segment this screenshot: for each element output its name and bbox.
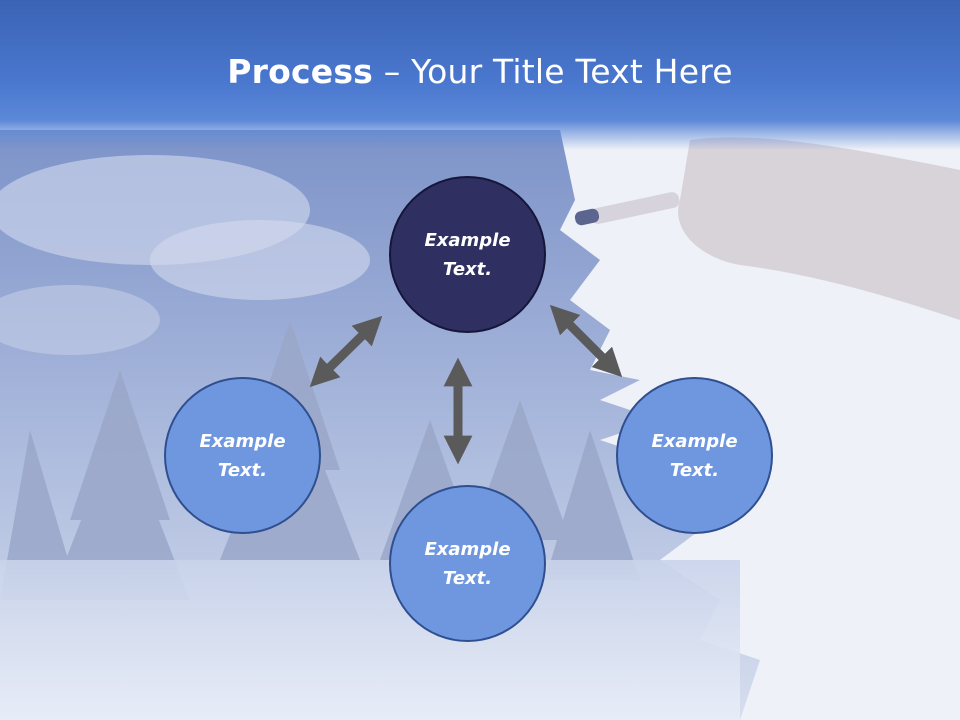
arrow-center-left xyxy=(309,315,383,388)
node-bottom-line1: Example xyxy=(424,538,511,560)
node-left-line1: Example xyxy=(199,430,286,452)
title-strong: Process xyxy=(227,52,374,91)
node-center-line2: Text. xyxy=(442,258,493,280)
process-node-right: Example Text. xyxy=(616,377,773,534)
node-left-line2: Text. xyxy=(217,459,268,481)
node-center-line1: Example xyxy=(424,229,511,251)
node-right-line1: Example xyxy=(651,430,738,452)
process-node-center: Example Text. xyxy=(389,176,546,333)
slide-title: Process – Your Title Text Here xyxy=(0,52,960,91)
process-node-left: Example Text. xyxy=(164,377,321,534)
node-right-line2: Text. xyxy=(669,459,720,481)
arrow-center-right xyxy=(549,304,623,378)
title-rest: – Your Title Text Here xyxy=(373,52,733,91)
title-bar xyxy=(0,0,960,150)
process-node-bottom: Example Text. xyxy=(389,485,546,642)
node-bottom-line2: Text. xyxy=(442,567,493,589)
